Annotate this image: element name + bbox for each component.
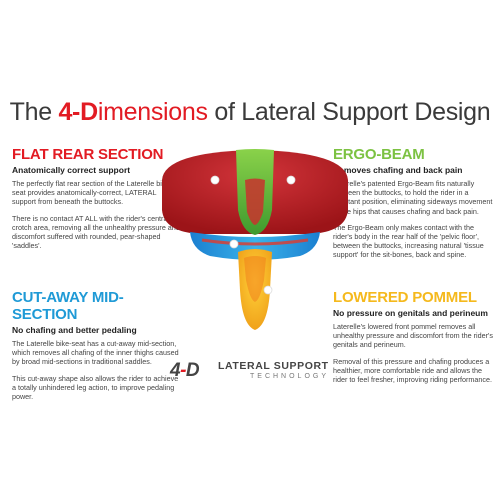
ergo-beam-subheading: Removes chafing and back pain xyxy=(333,165,463,175)
marker-cut-away xyxy=(229,239,239,249)
lateral-support-technology-logo: 4-D LATERAL SUPPORT TECHNOLOGY xyxy=(170,356,330,386)
title-suffix: of Lateral Support Design xyxy=(207,98,491,126)
title-prefix: The xyxy=(9,98,59,126)
cut-away-heading: CUT-AWAY MID-SECTION xyxy=(12,289,124,323)
lowered-pommel-subheading: No pressure on genitals and perineum xyxy=(333,308,488,318)
flat-rear-section: FLAT REAR SECTION Anatomically correct s… xyxy=(12,146,182,257)
flat-rear-paragraph-1: The perfectly flat rear section of the L… xyxy=(12,179,172,207)
cut-away-section: CUT-AWAY MID-SECTION No chafing and bett… xyxy=(12,289,182,408)
cut-away-paragraph-1: The Laterelle bike-seat has a cut-away m… xyxy=(12,339,179,367)
ergo-beam-section: ERGO-BEAM Removes chafing and back pain … xyxy=(333,146,495,267)
flat-rear-paragraph-2: There is no contact AT ALL with the ride… xyxy=(12,213,180,251)
lowered-pommel-heading: LOWERED POMMEL xyxy=(333,289,477,306)
ergo-beam-paragraph-1: Laterelle's patented Ergo-Beam fits natu… xyxy=(333,179,493,216)
marker-ergo-beam xyxy=(286,175,296,185)
flat-rear-heading: FLAT REAR SECTION xyxy=(12,146,164,163)
logo-dash: - xyxy=(180,360,186,381)
title-highlight: 4-D xyxy=(58,98,98,126)
ergo-beam-paragraph-2: The Ergo-Beam only makes contact with th… xyxy=(333,222,484,260)
title-highlight-rest: imensions xyxy=(97,98,208,126)
ergo-beam-heading: ERGO-BEAM xyxy=(333,146,425,163)
logo-letter: D xyxy=(185,360,200,381)
marker-flat-rear xyxy=(210,175,220,185)
cut-away-paragraph-2: This cut-away shape also allows the ride… xyxy=(12,373,179,402)
logo-line-1: LATERAL SUPPORT xyxy=(218,360,329,372)
logo-number: 4 xyxy=(170,360,181,381)
lowered-pommel-paragraph-1: Laterelle's lowered front pommel removes… xyxy=(333,322,493,350)
lowered-pommel-section: LOWERED POMMEL No pressure on genitals a… xyxy=(333,289,495,391)
logo-line-2: TECHNOLOGY xyxy=(250,373,330,380)
saddle-mid-section xyxy=(190,232,320,260)
logo-4d-mark: 4-D xyxy=(170,360,200,382)
cut-away-subheading: No chafing and better pedaling xyxy=(12,325,137,335)
saddle-illustration xyxy=(162,149,348,330)
marker-pommel xyxy=(263,285,273,295)
flat-rear-subheading: Anatomically correct support xyxy=(12,165,131,175)
page-title: The 4-Dimensions of Lateral Support Desi… xyxy=(0,98,500,127)
lowered-pommel-paragraph-2: Removal of this pressure and chafing pro… xyxy=(333,356,492,385)
